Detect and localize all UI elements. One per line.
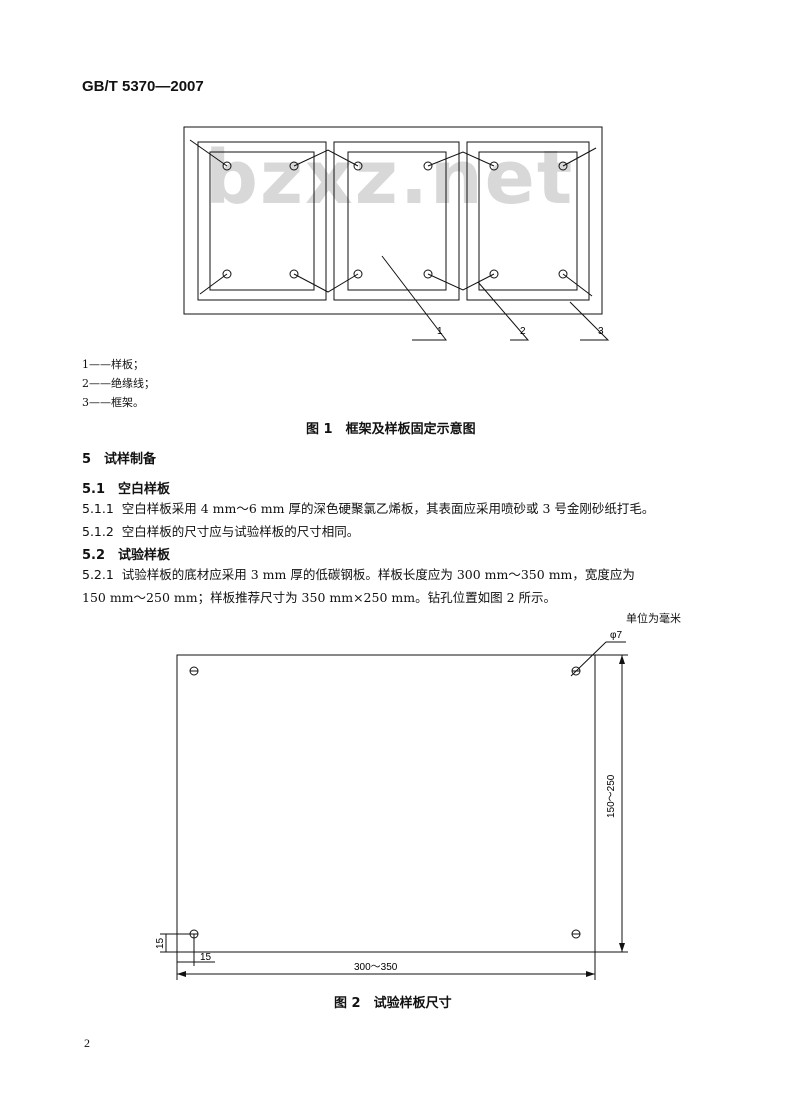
figure-2-caption: 图 2 试验样板尺寸 — [334, 996, 452, 1011]
figure-1-caption: 图 1 框架及样板固定示意图 — [306, 422, 476, 437]
legend-item-2: 2——绝缘线； — [82, 377, 155, 390]
frame-outer — [183, 126, 603, 315]
legend-item-1: 1——样板； — [82, 358, 144, 371]
paragraph-5-2-1-continued: 150 mm～250 mm；样板推荐尺寸为 350 mm×250 mm。钻孔位置… — [82, 590, 556, 605]
clause-number: 5.1.2 — [82, 524, 114, 539]
callout-3: 3 — [598, 326, 604, 337]
panel-left-inner — [209, 151, 315, 291]
dim-hole-diameter: φ7 — [610, 630, 622, 641]
callout-1: 1 — [437, 326, 443, 337]
dim-width: 300～350 — [354, 962, 398, 973]
callout-2: 2 — [520, 326, 526, 337]
section-5-1-heading: 5.1 空白样板 — [82, 482, 171, 497]
section-5-heading: 5 试样制备 — [82, 452, 157, 467]
watermark: bzxz.net — [205, 135, 575, 221]
dim-height: 150～250 — [606, 774, 617, 818]
paragraph-5-2-1: 5.2.1 试验样板的底材应采用 3 mm 厚的低碳钢板。样板长度应为 300 … — [82, 564, 722, 586]
clause-text: 空白样板的尺寸应与试验样板的尺寸相同。 — [121, 524, 360, 539]
clause-text-line-1: 试验样板的底材应采用 3 mm 厚的低碳钢板。样板长度应为 300 mm～350… — [121, 567, 635, 582]
panel-right-outer — [466, 141, 590, 301]
panel-middle-inner — [347, 151, 447, 291]
sample-plate — [176, 654, 596, 953]
clause-text: 空白样板采用 4 mm～6 mm 厚的深色硬聚氯乙烯板，其表面应采用喷砂或 3 … — [121, 501, 655, 516]
unit-note: 单位为毫米 — [626, 612, 681, 625]
page-number: 2 — [84, 1036, 90, 1050]
dim-offset-vertical: 15 — [155, 937, 166, 949]
paragraph-5-1-1: 5.1.1 空白样板采用 4 mm～6 mm 厚的深色硬聚氯乙烯板，其表面应采用… — [82, 498, 722, 520]
panel-left-outer — [197, 141, 327, 301]
section-5-2-heading: 5.2 试验样板 — [82, 548, 171, 563]
panel-middle-outer — [333, 141, 460, 301]
standard-code: GB/T 5370—2007 — [82, 78, 204, 95]
paragraph-5-1-2: 5.1.2 空白样板的尺寸应与试验样板的尺寸相同。 — [82, 521, 722, 543]
dim-offset-horizontal: 15 — [200, 952, 212, 963]
legend-item-3: 3——框架。 — [82, 396, 144, 409]
clause-number: 5.2.1 — [82, 567, 114, 582]
clause-number: 5.1.1 — [82, 501, 114, 516]
panel-right-inner — [478, 151, 578, 291]
